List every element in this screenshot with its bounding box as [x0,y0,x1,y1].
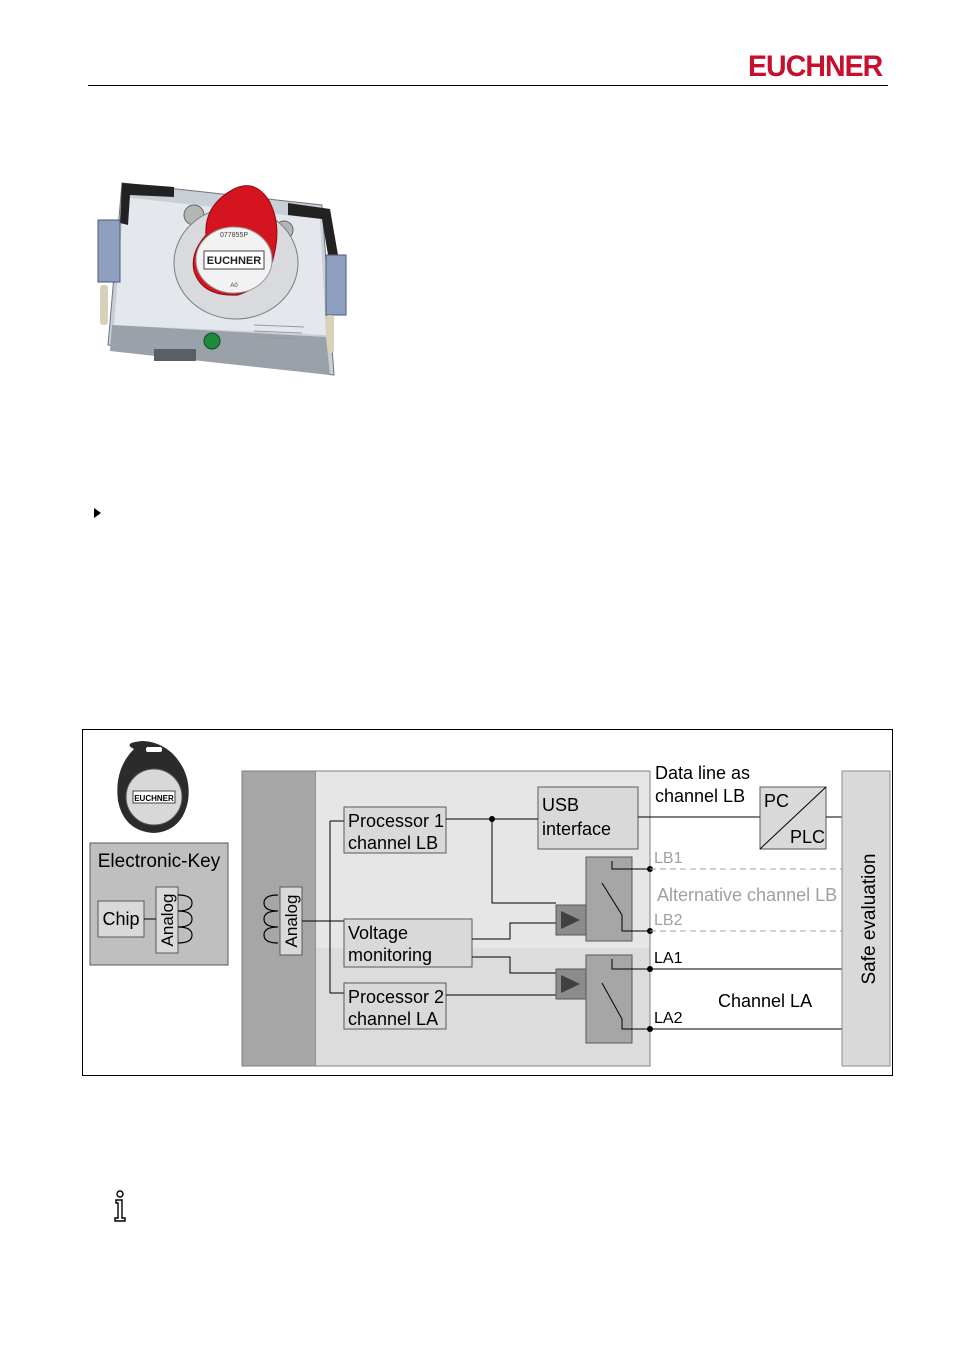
pc-label: PC [764,791,789,811]
alt-channel-label: Alternative channel LB [657,885,837,905]
header-divider [88,85,888,86]
electronic-key-title: Electronic-Key [98,851,221,872]
lb1-label: LB1 [654,850,683,867]
reader-analog-label: Analog [282,895,301,948]
voltage-line1: Voltage [348,923,408,943]
la1-label: LA1 [654,950,683,967]
processor1-line1: Processor 1 [348,811,444,831]
svg-text:EUCHNER: EUCHNER [134,794,174,803]
voltage-line2: monitoring [348,945,432,965]
plc-label: PLC [790,827,825,847]
info-icon [114,1190,126,1222]
data-line-label1: Data line as [655,763,750,783]
device-image: EUCHNER 077855P A0 [97,182,347,376]
key-analog-label: Analog [158,894,177,947]
chip-label: Chip [102,909,139,929]
block-diagram: EUCHNER Electronic-Key Chip Analog Analo… [82,729,893,1076]
la2-label: LA2 [654,1010,683,1027]
euchner-logo: EUCHNER [748,50,883,83]
processor1-line2: channel LB [348,833,438,853]
data-line-label2: channel LB [655,786,745,806]
safe-evaluation-label: Safe evaluation [859,854,880,985]
processor2-line2: channel LA [348,1009,438,1029]
svg-text:077855P: 077855P [220,232,248,239]
usb-line1: USB [542,795,579,815]
channel-la-label: Channel LA [718,991,812,1011]
lb2-label: LB2 [654,912,683,929]
processor2-line1: Processor 2 [348,987,444,1007]
svg-text:A0: A0 [230,283,238,289]
usb-line2: interface [542,819,611,839]
bullet-arrow [94,508,101,518]
svg-text:EUCHNER: EUCHNER [207,255,261,267]
key-tag-icon: EUCHNER [117,741,189,833]
